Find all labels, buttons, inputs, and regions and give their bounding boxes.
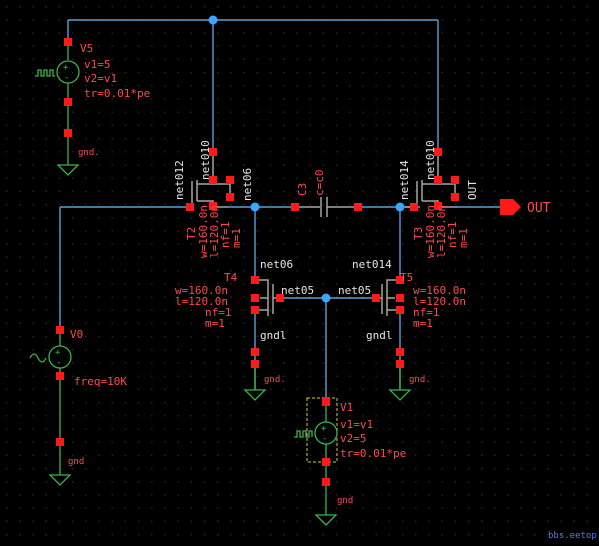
ground-icon — [388, 389, 412, 401]
junction-net014 — [395, 202, 405, 212]
v5-source[interactable]: + - V5 v1=5 v2=v1 tr=0.01*pe gnd. — [35, 38, 150, 176]
output-arrow-icon — [500, 199, 521, 215]
junction-vdd — [208, 15, 218, 25]
transistor-t4[interactable]: net06 net05 gndl T4 w=160.0n l=120.0n nf… — [175, 258, 314, 401]
t5-body — [376, 279, 400, 316]
v0-pin-top — [56, 326, 64, 334]
t2-m: m=1 — [230, 228, 243, 248]
svg-text:+: + — [63, 63, 69, 73]
t4-w: w=160.0n — [175, 284, 228, 297]
t5-gnd-label: gnd. — [409, 375, 431, 385]
v5-pin-mid — [64, 98, 72, 106]
net06-mid-label: net06 — [260, 258, 293, 271]
t5-nf: nf=1 — [413, 306, 440, 319]
t3-w: w=160.0n — [424, 205, 437, 258]
v0-gnd-label: gnd — [68, 457, 84, 467]
v5-pin-bottom — [64, 129, 72, 137]
v1-tr: tr=0.01*pe — [340, 447, 406, 460]
out-port-label: OUT — [527, 201, 551, 216]
t3-l: l=120.0n — [435, 205, 448, 258]
v5-gnd-label: gnd. — [78, 148, 100, 158]
v5-tr: tr=0.01*pe — [84, 87, 150, 100]
net05-right-label: net05 — [338, 284, 371, 297]
v5-pin-top — [64, 38, 72, 46]
capacitor-c3[interactable]: C3 c=c0 — [291, 170, 362, 218]
junctions — [208, 15, 405, 303]
t3-name: T3 — [412, 227, 425, 240]
net012-label: net012 — [173, 160, 186, 200]
net05-left-label: net05 — [281, 284, 314, 297]
v5-name: V5 — [80, 42, 93, 55]
t3-nf: nf=1 — [446, 222, 459, 249]
t2-nf: nf=1 — [219, 222, 232, 249]
junction-net05 — [321, 293, 331, 303]
v0-pin-mid — [56, 372, 64, 380]
gndl-left-label: gndl — [260, 329, 287, 342]
svg-text:-: - — [322, 434, 327, 444]
ground-icon — [314, 514, 338, 526]
t4-name: T4 — [224, 271, 238, 284]
out-pin-label: OUT — [466, 180, 479, 200]
t5-w: w=160.0n — [413, 284, 466, 297]
v1-gnd-label: gnd — [337, 496, 353, 506]
c3-name: C3 — [296, 183, 309, 196]
t4-gnd-label: gnd. — [264, 375, 286, 385]
gndl-right-label: gndl — [366, 329, 393, 342]
v0-wire-to-t2-gate[interactable] — [59, 206, 190, 330]
pulse-icon — [35, 69, 55, 77]
t4-nf: nf=1 — [205, 306, 232, 319]
t5-l: l=120.0n — [413, 295, 466, 308]
ground-icon — [48, 474, 72, 486]
t4-body — [255, 279, 280, 316]
v1-v2: v2=5 — [340, 432, 367, 445]
out-port[interactable]: OUT — [500, 199, 551, 216]
t2-l: l=120.0n — [208, 205, 221, 258]
t4-l: l=120.0n — [175, 295, 228, 308]
t5-m: m=1 — [413, 317, 433, 330]
v0-pin-bottom — [56, 438, 64, 446]
v0-source[interactable]: + - V0 freq=10K gnd — [29, 326, 127, 486]
v1-source[interactable]: + - V1 v1=v1 v2=5 tr=0.01*pe gnd — [294, 397, 406, 526]
t2-w: w=160.0n — [197, 205, 210, 258]
c3-value: c=c0 — [313, 170, 326, 197]
transistor-t2[interactable]: net012 net010 net06 T2 w=160.0n l=120.0n… — [173, 140, 254, 258]
net010-left-label: net010 — [199, 140, 212, 180]
net014-mid-label: net014 — [352, 258, 392, 271]
transistor-t3[interactable]: net014 net010 OUT T3 w=160.0n l=120.0n n… — [398, 140, 479, 258]
junction-net06 — [250, 202, 260, 212]
v5-v1: v1=5 — [84, 58, 111, 71]
v0-name: V0 — [70, 328, 83, 341]
net06-top-label: net06 — [241, 168, 254, 201]
t3-m: m=1 — [457, 228, 470, 248]
net014-top-label: net014 — [398, 160, 411, 200]
v1-name: V1 — [340, 401, 353, 414]
sine-icon — [29, 353, 47, 363]
ground-icon — [56, 164, 80, 176]
svg-text:-: - — [56, 358, 61, 368]
t5-name: T5 — [400, 271, 413, 284]
watermark: bbs.eetop.cn — [548, 531, 599, 541]
t4-m: m=1 — [205, 317, 225, 330]
t2-name: T2 — [185, 227, 198, 240]
v5-v2: v2=v1 — [84, 72, 117, 85]
net010-right-label: net010 — [424, 140, 437, 180]
v1-v1: v1=v1 — [340, 418, 373, 431]
svg-text:+: + — [55, 348, 61, 358]
transistor-t5[interactable]: net014 net05 gndl T5 w=160.0n l=120.0n n… — [338, 258, 466, 401]
svg-text:+: + — [321, 424, 327, 434]
pulse-icon — [294, 430, 313, 438]
v0-freq: freq=10K — [74, 375, 127, 388]
ground-icon — [243, 389, 267, 401]
svg-text:-: - — [64, 73, 69, 83]
